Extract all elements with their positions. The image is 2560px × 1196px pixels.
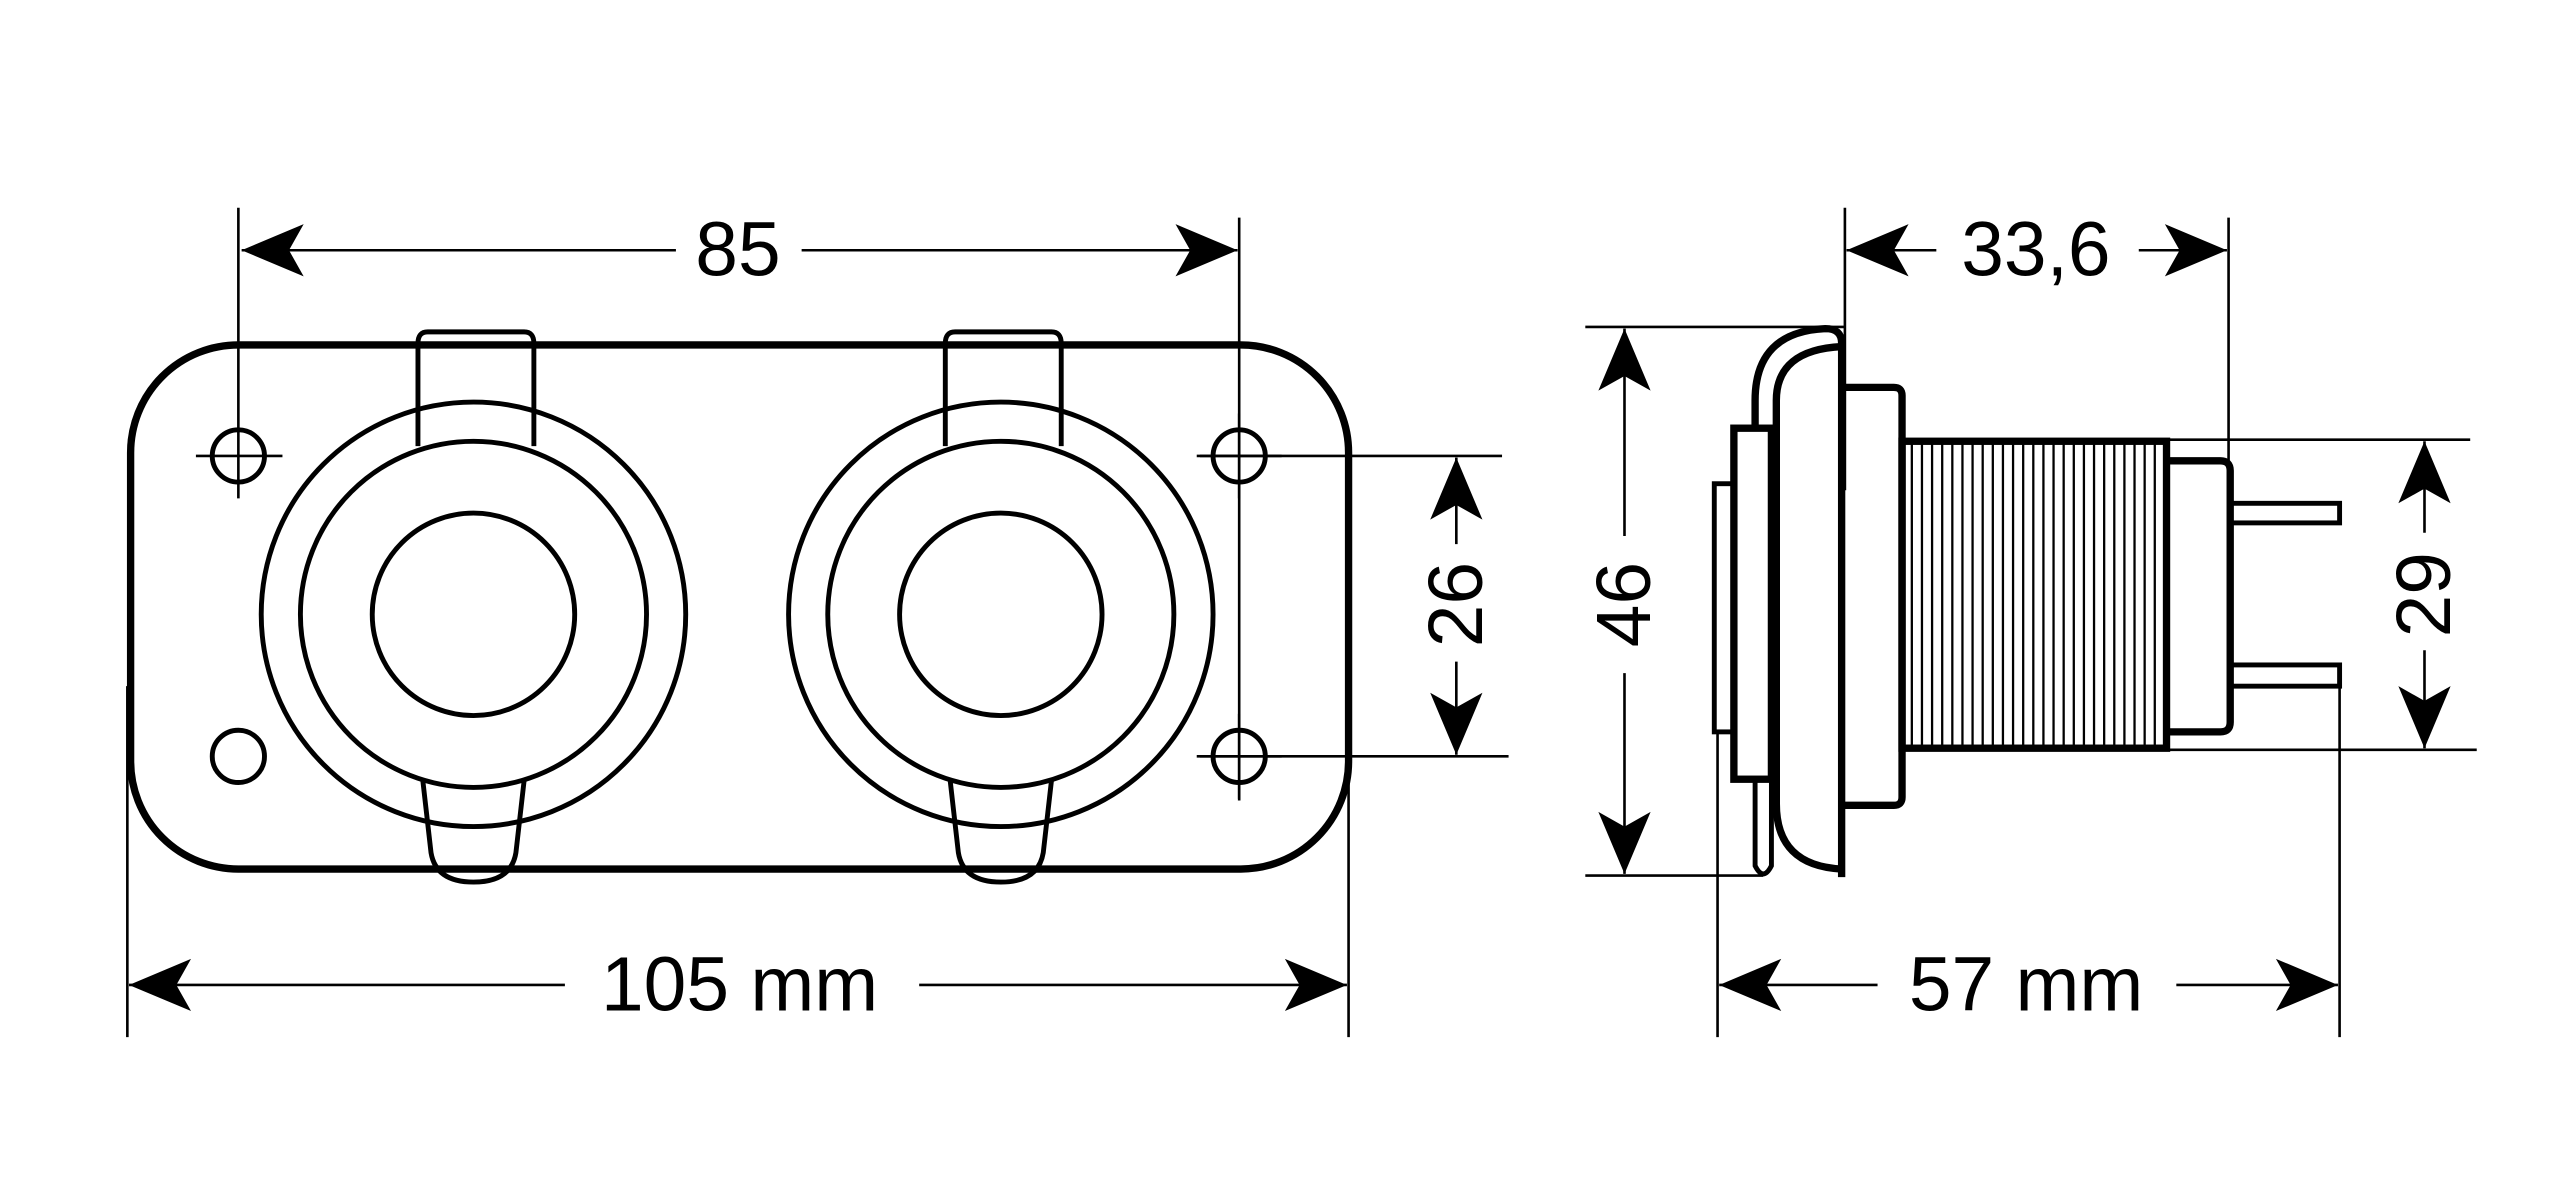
socket-right-lid-tab [947,780,1054,885]
arrowhead [1598,811,1651,874]
socket-left-opening [369,510,578,718]
mounting-hole-bottom-left [209,727,267,785]
threaded-body [1898,437,2171,752]
terminal-pin-top [2227,500,2343,526]
socket-left-lid-hinge [415,329,537,447]
arrowhead [2398,441,2451,504]
bezel-cap-outer [1751,324,1846,878]
dim-rear-depth: 33,6 [1961,208,2110,293]
socket-left-outer-ring [258,399,689,830]
bezel-cap-inner [1772,342,1842,873]
rear-housing [2166,457,2234,736]
front-view [126,207,1509,1038]
arrowhead [2398,686,2451,749]
socket-right-opening [897,510,1105,718]
arrowhead [241,224,304,277]
socket-right-lid-hinge [942,329,1064,447]
socket-left-body [297,438,649,790]
thread-lines [1910,444,2156,745]
arrowhead [1430,692,1483,755]
arrowhead [1719,958,1782,1012]
terminal-pin-bottom [2227,662,2343,689]
arrowhead [1598,328,1651,391]
seal-ring [1711,481,1737,735]
arrowhead [2275,958,2338,1012]
arrowhead [128,958,192,1012]
arrowhead [1430,457,1483,520]
arrowhead [1846,224,1909,277]
dimensions: 85 26 105 mm 46 33,6 29 57 mm [128,208,2467,1027]
dim-hole-spacing-horizontal: 85 [695,208,780,293]
socket-left-lid-tab [420,780,527,885]
socket-right-outer-ring [786,399,1216,830]
side-view [1585,207,2477,1038]
dim-overall-width: 105 mm [601,942,878,1027]
arrowhead [2164,224,2227,277]
arrowhead [1284,958,1347,1012]
dim-overall-height: 46 [1582,562,1667,647]
mounting-plate [126,341,1353,873]
crosshair [1196,713,1282,799]
gasket [1730,424,1776,783]
dim-hole-spacing-vertical: 26 [1414,562,1499,647]
extension-lines-side [1585,207,2477,1038]
flange-step [1841,383,1906,810]
lid-tab-side [1752,779,1774,877]
crosshair [1196,413,1282,499]
extension-lines-front [126,207,1509,1038]
arrowhead [1175,224,1238,277]
dim-body-diameter: 29 [2382,552,2467,637]
socket-right-body [825,438,1177,790]
dim-overall-depth: 57 mm [1909,942,2143,1027]
